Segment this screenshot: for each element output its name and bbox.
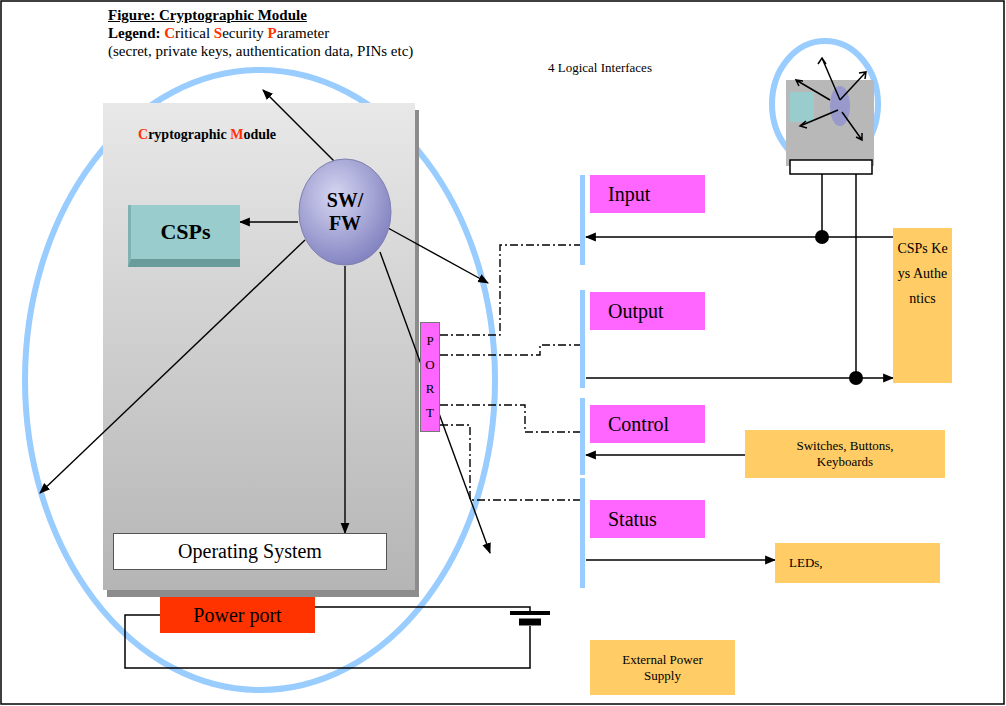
box-label: External Power Supply [620,652,705,684]
interface-port: Output [580,290,705,388]
interface-port: Control [580,398,705,475]
box-label: LEDs, [789,555,823,571]
legend-text: Legend: Critical Security Parameter [108,25,329,42]
power-supply: External Power Supply [590,640,735,695]
data-box: CSPs Keys Authentics [893,228,952,383]
tap-wires [822,174,856,378]
scope-arrow [380,252,490,553]
interface-label: Output [590,292,705,330]
interface-link [440,405,580,432]
legend-note: (secret, private keys, authentication da… [108,43,413,60]
control-source: Switches, Buttons, Keyboards [745,430,945,478]
interface-label: Status [590,500,705,538]
flow-arrow [586,377,893,378]
box-label: Switches, Buttons, Keyboards [783,438,908,470]
interface-port: Status [580,478,705,588]
flow-arrow [586,236,893,237]
small-module-icon [772,41,878,174]
boundary-ellipse [25,70,495,690]
interface-port: Input [580,175,705,265]
interface-label: Input [590,175,705,213]
scope-arrow [388,228,488,283]
scope-arrow [40,240,305,493]
module-heading: Cryptographic Module [138,127,276,143]
scope-arrow [263,90,335,162]
box-label: Operating System [178,540,322,563]
port-bar: PORT [420,322,440,432]
annotation-label: 4 Logical Interfaces [548,60,652,76]
interface-link [440,245,580,335]
interface-label: Control [590,405,705,443]
flow-arrow [240,221,298,222]
firmware-cylinder: SW/ FW [298,158,392,266]
interface-link [440,425,580,500]
os-box: Operating System [113,533,387,570]
csp-store: CSPs [128,205,240,267]
power-port: Power port [160,597,315,633]
status-sink: LEDs, [775,543,940,583]
flow-arrow [586,454,745,455]
box-label: CSPs [160,219,210,245]
battery-symbol [510,613,550,622]
flow-arrow [344,266,345,533]
module-box: Cryptographic ModuleCSPs SW/ FW Operating … [103,103,415,590]
box-label: CSPs Keys Authentics [895,236,950,312]
box-label: Power port [193,604,281,627]
box-label: SW/ FW [320,189,370,235]
figure-title: Figure: Cryptographic Module [108,7,307,24]
flow-arrow [586,559,775,560]
interface-link [440,345,580,355]
port-label: PORT [424,329,437,425]
